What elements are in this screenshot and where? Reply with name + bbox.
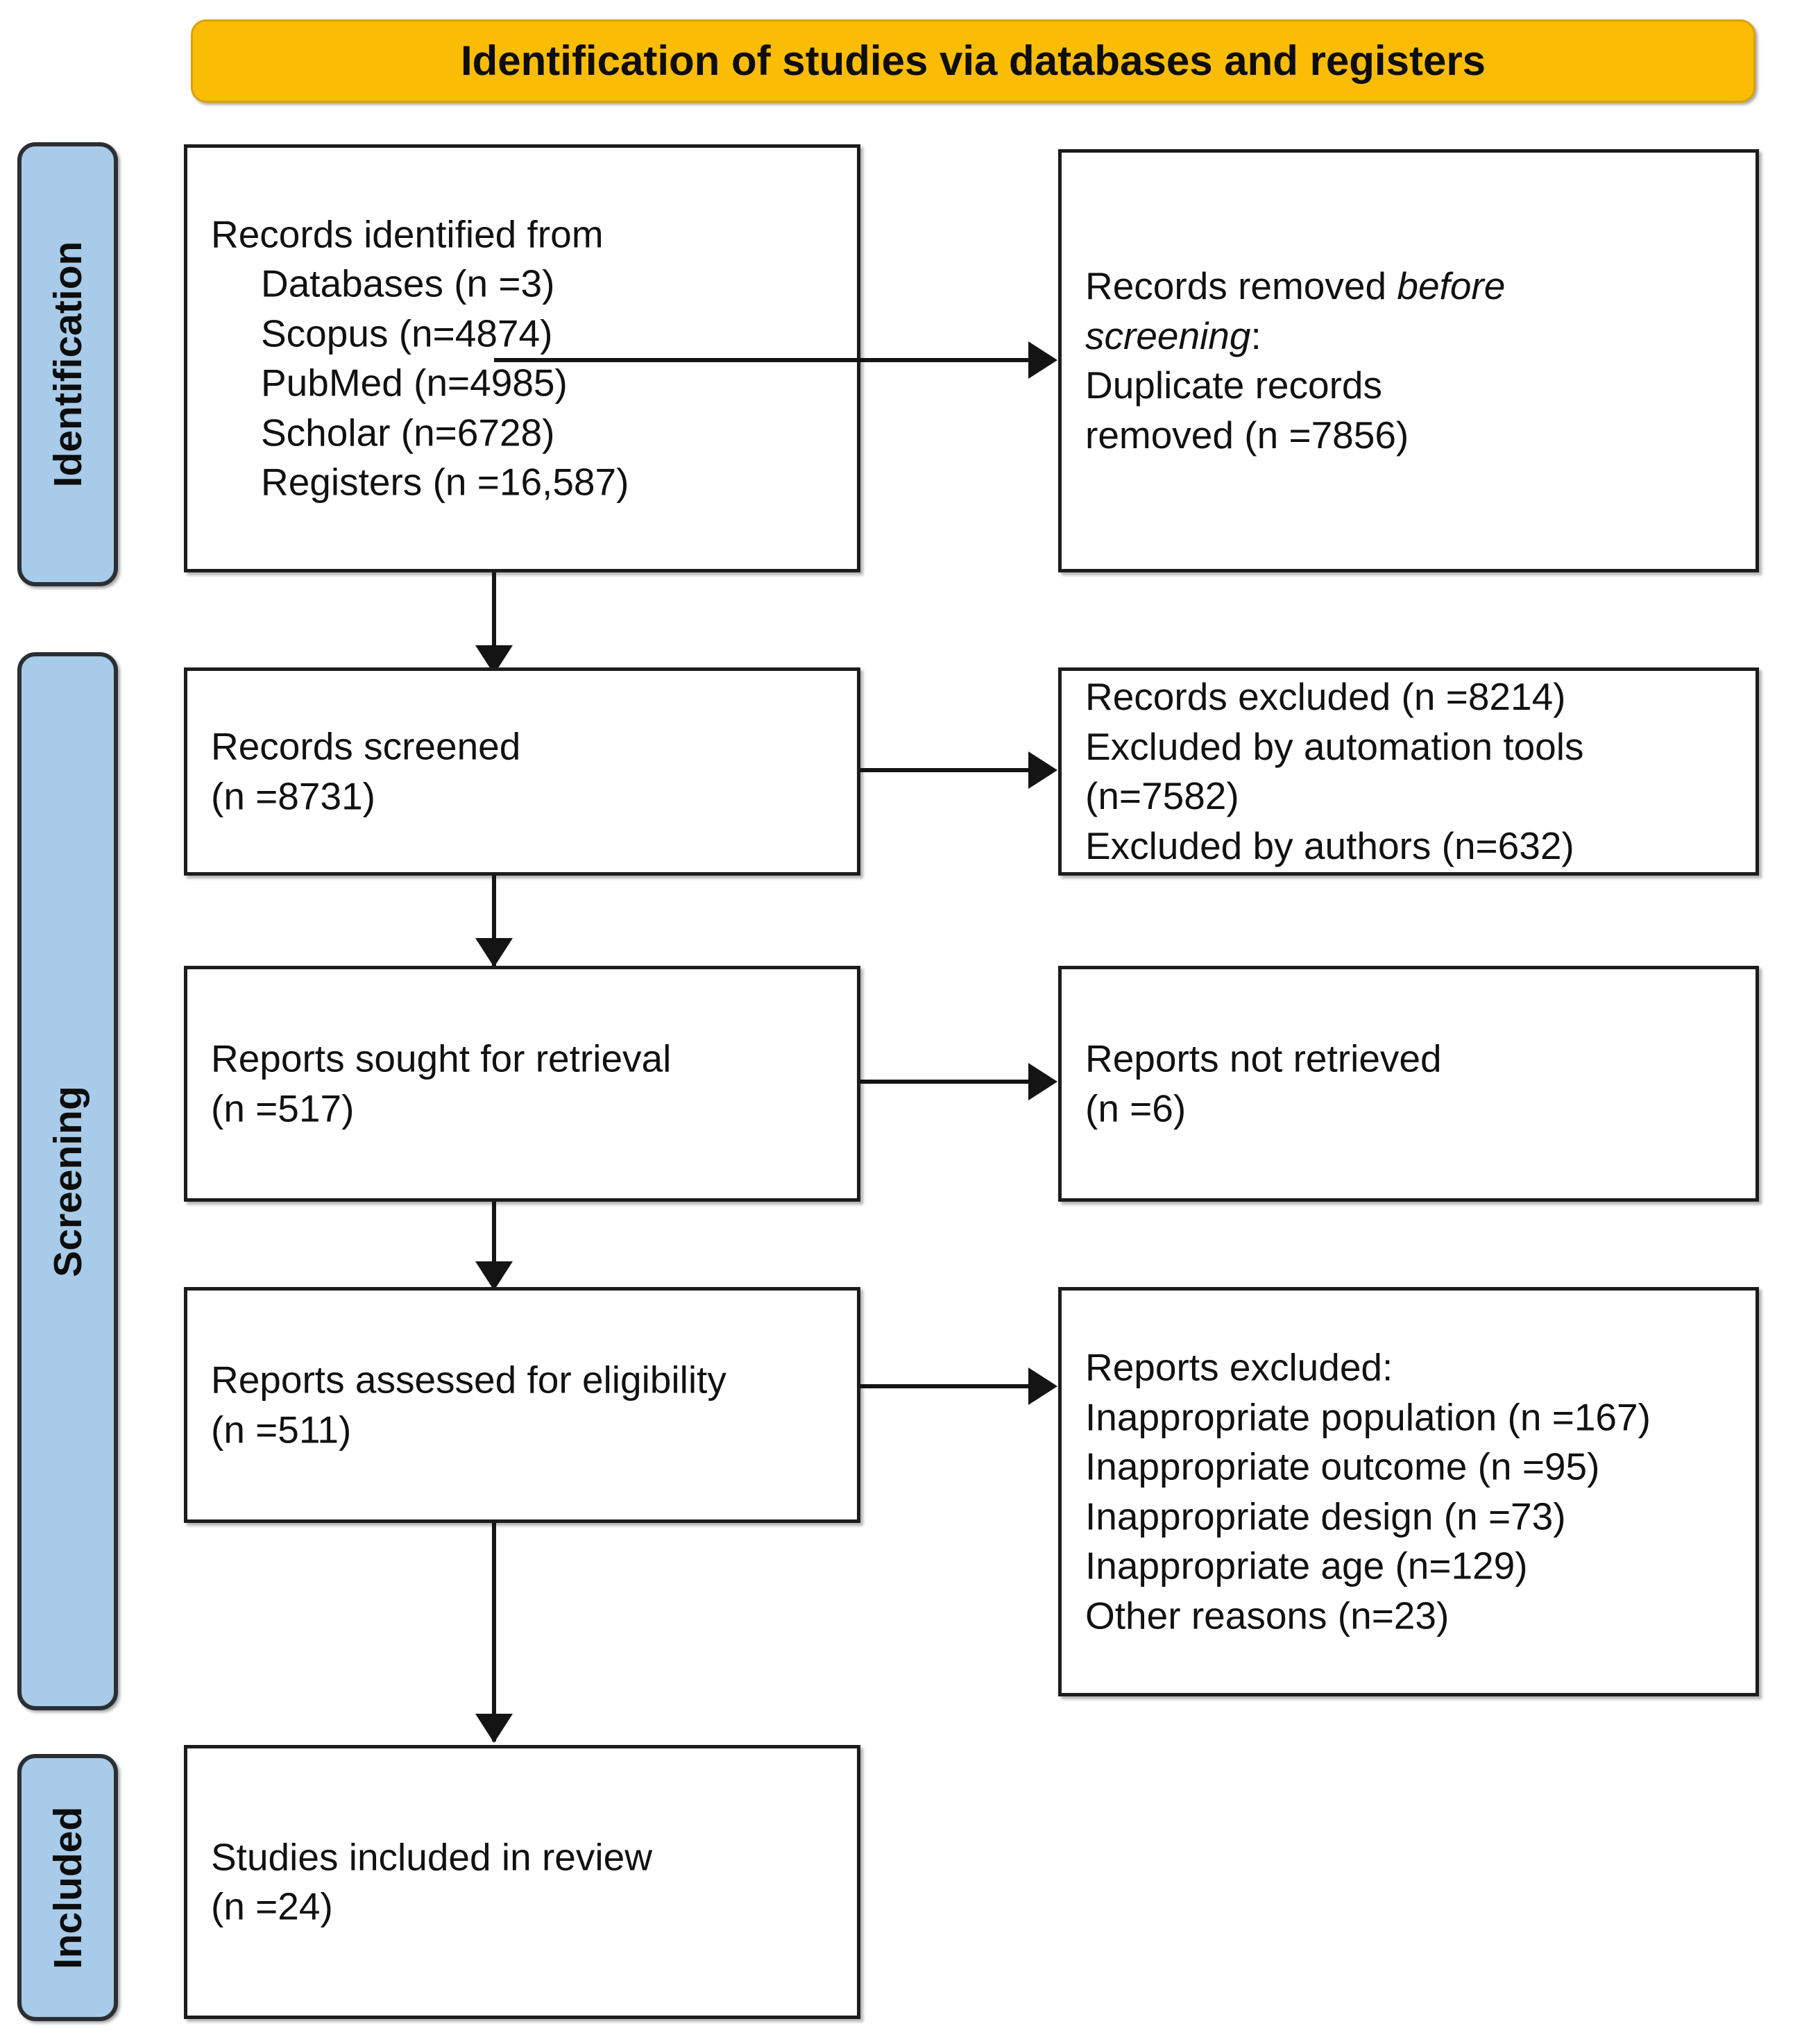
connector-assessed-to-included: [492, 1523, 496, 1741]
connector-sought-to-not-retrieved: [860, 1080, 1028, 1084]
reports-excluded-line-3: Inappropriate design (n =73): [1085, 1494, 1566, 1538]
box-records-screened: Records screened (n =8731): [184, 667, 860, 876]
connector-assessed-to-excluded: [860, 1384, 1028, 1388]
reports-assessed-line-0: Reports assessed for eligibility: [211, 1358, 726, 1402]
records-excluded-line-1: Excluded by automation tools: [1085, 724, 1584, 768]
arrow-screened-to-excluded: [1028, 751, 1057, 789]
reports-excluded-line-5: Other reasons (n=23): [1085, 1594, 1450, 1637]
reports-excluded-line-1: Inappropriate population (n =167): [1085, 1395, 1651, 1438]
stage-label-included: Included: [45, 1806, 90, 1969]
arrow-assessed-to-excluded: [1028, 1368, 1057, 1405]
box-reports-sought: Reports sought for retrieval (n =517): [184, 966, 860, 1202]
records-identified-line-5: Registers (n =16,587): [261, 460, 629, 504]
connector-screened-to-excluded: [860, 768, 1028, 772]
arrow-sought-to-not-retrieved: [1028, 1063, 1057, 1100]
reports-sought-line-1: (n =517): [211, 1087, 355, 1130]
reports-excluded-line-4: Inappropriate age (n=129): [1085, 1544, 1528, 1587]
box-reports-excluded: Reports excluded: Inappropriate populati…: [1058, 1287, 1759, 1696]
records-removed-line-3: removed (n =7856): [1085, 413, 1409, 457]
records-identified-line-0: Records identified from: [211, 212, 604, 255]
records-removed-line-1: screening:: [1085, 312, 1739, 361]
records-removed-italic-before: before: [1397, 264, 1506, 307]
arrow-screened-to-sought: [475, 938, 513, 967]
records-excluded-line-0: Records excluded (n =8214): [1085, 675, 1566, 718]
connector-sought-to-assessed: [492, 1202, 496, 1288]
box-studies-included: Studies included in review (n =24): [184, 1745, 860, 2019]
studies-included-line-0: Studies included in review: [211, 1835, 652, 1878]
box-reports-not-retrieved: Reports not retrieved (n =6): [1058, 966, 1759, 1202]
records-identified-line-3: PubMed (n=4985): [261, 361, 568, 404]
stage-label-identification: Identification: [45, 241, 90, 488]
stage-label-screening: Screening: [45, 1085, 90, 1277]
records-excluded-line-3: Excluded by authors (n=632): [1085, 824, 1574, 867]
records-identified-line-1: Databases (n =3): [261, 262, 555, 305]
reports-assessed-line-1: (n =511): [211, 1408, 352, 1451]
stage-bar-screening: Screening: [17, 652, 118, 1710]
connector-identified-to-removed: [494, 358, 1028, 362]
records-screened-line-0: Records screened: [211, 724, 521, 768]
arrow-identified-to-removed: [1028, 341, 1057, 379]
arrow-sought-to-assessed: [475, 1261, 513, 1291]
connector-screened-to-sought: [492, 876, 496, 966]
stage-bar-identification: Identification: [17, 142, 118, 586]
arrow-assessed-to-included: [475, 1714, 513, 1743]
records-removed-italic-screening: screening: [1085, 314, 1251, 357]
records-identified-line-2: Scopus (n=4874): [261, 312, 553, 355]
records-identified-line-4: Scholar (n=6728): [261, 411, 555, 454]
reports-not-retrieved-line-1: (n =6): [1085, 1087, 1187, 1130]
records-removed-line-0: Records removed before: [1085, 262, 1739, 312]
records-removed-normal-text: Records removed: [1085, 264, 1397, 307]
reports-excluded-line-0: Reports excluded:: [1085, 1345, 1393, 1389]
studies-included-line-1: (n =24): [211, 1884, 333, 1928]
header-title: Identification of studies via databases …: [460, 37, 1486, 84]
records-screened-line-1: (n =8731): [211, 774, 375, 817]
reports-excluded-line-2: Inappropriate outcome (n =95): [1085, 1445, 1600, 1488]
box-records-removed: Records removed before screening: Duplic…: [1058, 149, 1759, 572]
reports-sought-line-0: Reports sought for retrieval: [211, 1037, 672, 1080]
reports-not-retrieved-line-0: Reports not retrieved: [1085, 1037, 1442, 1080]
stage-bar-included: Included: [17, 1754, 118, 2021]
records-removed-line-2: Duplicate records: [1085, 364, 1382, 407]
header-banner: Identification of studies via databases …: [191, 19, 1756, 103]
box-reports-assessed: Reports assessed for eligibility (n =511…: [184, 1287, 860, 1523]
records-removed-colon: :: [1250, 314, 1261, 357]
connector-identified-to-screened: [492, 572, 496, 673]
box-records-excluded: Records excluded (n =8214) Excluded by a…: [1058, 667, 1759, 876]
records-excluded-line-2: (n=7582): [1085, 774, 1239, 817]
